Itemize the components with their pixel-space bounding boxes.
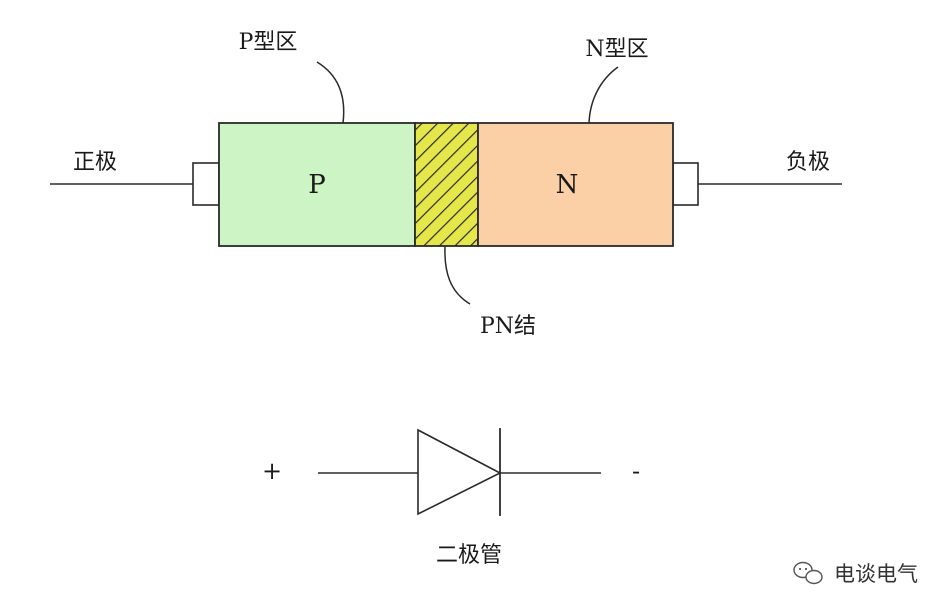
- plus-sign: +: [262, 457, 282, 485]
- pn-junction-label: PN结: [480, 314, 536, 339]
- n-region-label: N型区: [585, 37, 648, 62]
- pn-junction-region: [414, 122, 479, 247]
- pn-junction-leader: [444, 245, 471, 305]
- watermark: 电谈电气: [793, 561, 918, 586]
- wechat-icon: [793, 561, 823, 585]
- negative-pole-label: 负极: [786, 150, 830, 175]
- p-letter: P: [308, 170, 326, 200]
- minus-sign: -: [632, 457, 640, 485]
- p-region-label: P型区: [239, 30, 298, 55]
- p-region: [218, 122, 416, 247]
- left-terminal-cap: [192, 162, 220, 206]
- diode-triangle: [417, 428, 502, 516]
- n-region-leader: [588, 66, 619, 124]
- positive-pole-label: 正极: [73, 150, 117, 175]
- right-terminal-cap: [672, 162, 699, 206]
- n-region: [477, 122, 674, 247]
- diode-label: 二极管: [436, 543, 502, 568]
- p-region-leader: [316, 61, 345, 124]
- n-letter: N: [556, 170, 579, 200]
- watermark-text: 电谈电气: [834, 562, 918, 586]
